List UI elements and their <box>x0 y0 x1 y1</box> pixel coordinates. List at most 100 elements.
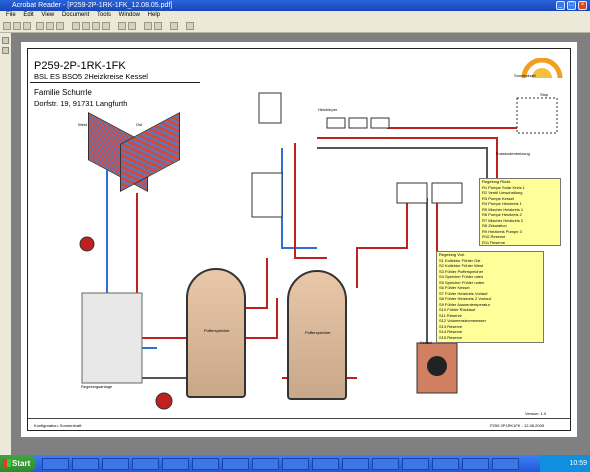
last-page-icon[interactable] <box>102 22 110 30</box>
legend-top-item: R9 Heizkreis Pumpe 3 <box>482 228 522 234</box>
legend-top: Regelung Rückl. R1 Pumpe Solar Kreis 1 R… <box>479 178 561 246</box>
minimize-button[interactable]: _ <box>556 1 565 10</box>
taskbar-item[interactable] <box>162 458 189 470</box>
legend-top-item: R2 Ventil Umschaltung <box>482 190 523 195</box>
legend-bottom-item: S5 Speicher Fühler unten <box>439 279 485 285</box>
rotate-icon[interactable] <box>170 22 178 30</box>
menu-bar: File Edit View Document Tools Window Hel… <box>0 11 590 20</box>
window-title: Acrobat Reader - [P259-2P-1RK-1FK_12.08.… <box>12 2 173 9</box>
menu-file[interactable]: File <box>6 12 16 18</box>
system-tray: 10:59 <box>540 455 590 472</box>
label-east: Ost <box>136 122 143 127</box>
close-button[interactable]: × <box>578 1 587 10</box>
customer-address: Dorfstr. 19, 91731 Langfurth <box>34 99 128 108</box>
menu-help[interactable]: Help <box>147 12 161 18</box>
taskbar-item[interactable] <box>192 458 219 470</box>
first-page-icon[interactable] <box>72 22 80 30</box>
taskbar-item[interactable] <box>72 458 99 470</box>
legend-top-item: R11 Reserve <box>482 239 506 245</box>
label-floor-heating: Fussbodenheizung <box>496 151 530 156</box>
radiator-2 <box>348 117 368 129</box>
legend-bottom-item: S12 Volumenstrommesser <box>439 318 486 323</box>
footer-left: Konfiguration: Sonnenkraft <box>34 423 82 428</box>
legend-top-item: R8 Zirkulation <box>482 223 507 228</box>
boiler-burner-icon <box>427 356 447 376</box>
print-icon[interactable] <box>23 22 31 30</box>
mixer-group-2 <box>431 182 463 204</box>
start-button[interactable]: Start <box>0 455 36 472</box>
legend-top-item: R10 Reserve <box>482 234 506 239</box>
find-icon[interactable] <box>186 22 194 30</box>
save-icon[interactable] <box>13 22 21 30</box>
taskbar-item[interactable] <box>102 458 129 470</box>
thumbnails-tab-icon[interactable] <box>2 47 9 54</box>
legend-top-item: R7 Mischer Heizkreis 2 <box>482 217 524 223</box>
legend-bottom-item: S14 Reserve <box>439 329 463 334</box>
label-stop: Stop <box>540 92 549 97</box>
legend-top-item: Regelung Rückl. <box>482 179 512 184</box>
legend-top-item: R3 Pumpe Kessel <box>482 195 515 201</box>
hand-tool-icon[interactable] <box>36 22 44 30</box>
taskbar-item[interactable] <box>282 458 309 470</box>
tank-2-label: Pufferspeicher <box>305 330 331 335</box>
taskbar-item[interactable] <box>312 458 339 470</box>
legend-bottom-item: S6 Fühler Kessel <box>439 285 470 290</box>
next-page-icon[interactable] <box>92 22 100 30</box>
legend-bottom-item: S15 Reserve <box>439 334 463 340</box>
taskbar-item[interactable] <box>372 458 399 470</box>
fit-width-icon[interactable] <box>154 22 162 30</box>
footer-version: Version: 1.0 <box>525 411 547 416</box>
legend-bottom-item: S7 Fühler Heizkreis Vorlauf <box>439 290 488 296</box>
legend-top-item: R5 Mischer Heizkreis 1 <box>482 206 524 212</box>
clock: 10:59 <box>569 460 587 467</box>
start-label: Start <box>12 459 31 468</box>
taskbar-item[interactable] <box>252 458 279 470</box>
taskbar-item[interactable] <box>432 458 459 470</box>
menu-document[interactable]: Document <box>61 12 90 18</box>
taskbar-item[interactable] <box>222 458 249 470</box>
footer-right: P259 2P1RK1FK - 12.08.2005 <box>490 423 545 428</box>
menu-edit[interactable]: Edit <box>23 12 34 18</box>
zoom-in-icon[interactable] <box>118 22 126 30</box>
footer-divider <box>28 418 570 419</box>
expansion-vessel-heating <box>155 392 173 410</box>
hot-water-unit <box>258 92 282 124</box>
fit-page-icon[interactable] <box>144 22 152 30</box>
brand-name: Sonnenkraft <box>514 73 536 78</box>
sun-logo-icon <box>521 57 563 79</box>
legend-top-item: R6 Pumpe Heizkreis 2 <box>482 212 522 217</box>
taskbar-item[interactable] <box>342 458 369 470</box>
legend-bottom-item: S1 Kollektor Fühler Ost <box>439 257 481 263</box>
label-west: West <box>78 122 88 127</box>
radiator-1 <box>326 117 346 129</box>
menu-window[interactable]: Window <box>118 12 140 18</box>
legend-bottom-item: S10 Fühler Rücklauf <box>439 307 476 312</box>
taskbar-item[interactable] <box>402 458 429 470</box>
toolbar <box>0 20 590 33</box>
legend-bottom-item: S13 Reserve <box>439 323 463 329</box>
document-subtitle: BSL ES BSO5 2Heizkreise Kessel <box>34 72 148 81</box>
header-divider <box>30 82 200 83</box>
menu-view[interactable]: View <box>41 12 55 18</box>
maximize-button[interactable]: □ <box>567 1 576 10</box>
taskbar-item[interactable] <box>42 458 69 470</box>
legend-bottom-item: S3 Fühler Pufferspeicher <box>439 268 484 274</box>
prev-page-icon[interactable] <box>82 22 90 30</box>
open-icon[interactable] <box>3 22 11 30</box>
bookmarks-tab-icon[interactable] <box>2 37 9 44</box>
zoom-tool-icon[interactable] <box>46 22 54 30</box>
label-boiler: Kessel <box>420 340 433 345</box>
select-text-icon[interactable] <box>56 22 64 30</box>
label-controller: Regelungsanlage <box>81 384 113 389</box>
label-radiators: Heizkörper <box>318 107 338 112</box>
legend-top-item: R4 Pumpe Heizkreis 1 <box>482 201 522 206</box>
legend-bottom: Regelung Vorl. S1 Kollektor Fühler Ost S… <box>436 251 544 343</box>
zoom-out-icon[interactable] <box>128 22 136 30</box>
taskbar-item[interactable] <box>132 458 159 470</box>
drawing-frame <box>27 48 571 431</box>
taskbar-item[interactable] <box>492 458 519 470</box>
taskbar-item[interactable] <box>462 458 489 470</box>
menu-tools[interactable]: Tools <box>96 12 111 18</box>
title-bar: Acrobat Reader - [P259-2P-1RK-1FK_12.08.… <box>0 0 590 11</box>
hydraulic-schematic <box>79 92 558 410</box>
